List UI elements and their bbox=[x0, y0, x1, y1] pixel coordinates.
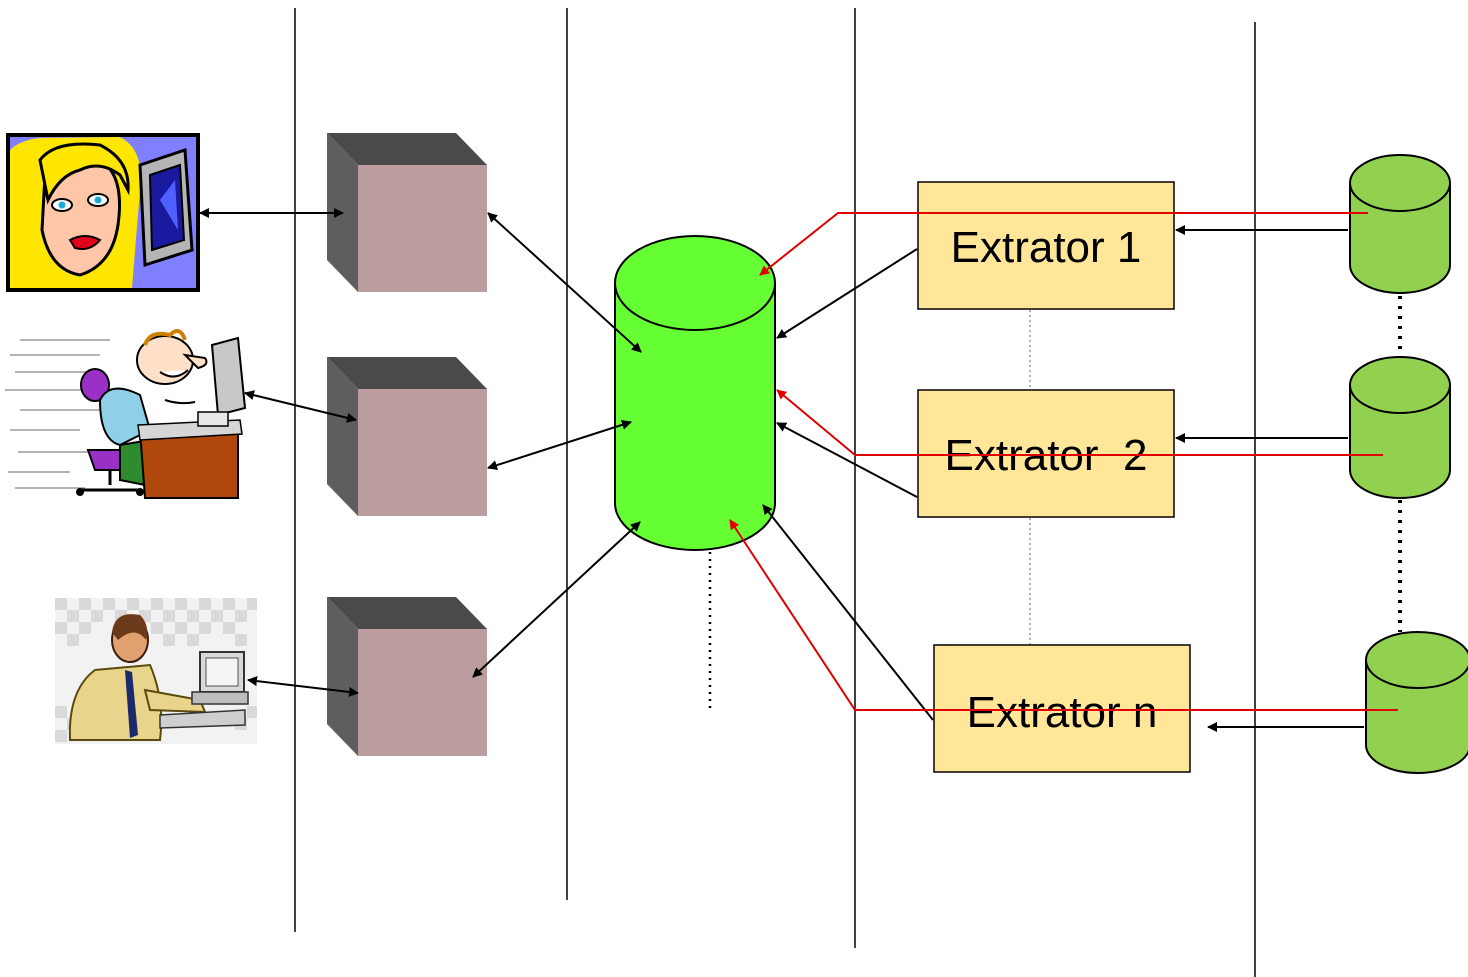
server-db-arrow bbox=[472, 521, 641, 678]
extractor-label: Extrator n bbox=[967, 688, 1158, 737]
extractor-label: Extrator 1 bbox=[951, 223, 1142, 272]
user-server-arrow bbox=[247, 676, 359, 697]
server-box-1 bbox=[327, 133, 487, 292]
black-arrows bbox=[199, 208, 1364, 732]
server-db-arrow bbox=[487, 212, 642, 353]
extractor-db-arrow bbox=[776, 422, 918, 498]
server-db-arrow bbox=[487, 419, 632, 471]
source-database-2 bbox=[1349, 356, 1451, 499]
woman-at-computer-icon bbox=[6, 133, 200, 292]
extractor-db-arrow bbox=[776, 248, 918, 339]
red-flow-line bbox=[776, 389, 1383, 456]
man-typing-icon bbox=[5, 329, 247, 499]
red-flow-line bbox=[759, 212, 1368, 276]
red-flows bbox=[729, 212, 1398, 711]
red-flow-line bbox=[729, 519, 1398, 711]
server-box-3 bbox=[327, 597, 487, 756]
user-server-arrow bbox=[244, 390, 357, 423]
server-box-2 bbox=[327, 357, 487, 516]
source-database-1 bbox=[1349, 154, 1451, 294]
extractor-box-n: Extrator n bbox=[933, 644, 1191, 773]
source-database-n bbox=[1365, 631, 1468, 774]
central-database-cylinder bbox=[614, 235, 776, 551]
extractor-box-1: Extrator 1 bbox=[917, 181, 1175, 310]
extractor-box-2: Extrator 2 bbox=[917, 389, 1175, 518]
extractor-db-arrow bbox=[762, 504, 934, 721]
man-at-desk-icon bbox=[55, 598, 257, 744]
